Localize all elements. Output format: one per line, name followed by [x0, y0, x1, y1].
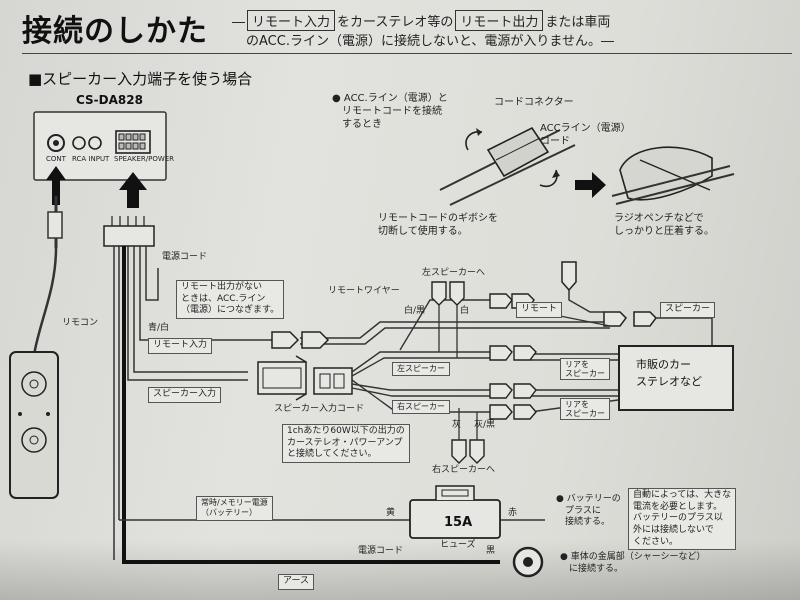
label-backup-power: 常時/メモリー電源 （バッテリー） — [196, 496, 273, 521]
stereo-remote-connector-1 — [603, 311, 627, 327]
rotate-arrow-left-icon — [465, 130, 483, 151]
label-blue-white: 青/白 — [148, 323, 170, 333]
label-power-cord-bottom: 電源コード — [358, 546, 404, 556]
label-fuse-rating: 15A — [444, 515, 473, 530]
remote-white-connector — [489, 293, 513, 309]
remote-bullet-connector-1 — [271, 331, 300, 349]
top-connector-icon — [561, 261, 577, 292]
label-remote: リモート — [516, 302, 563, 318]
label-speaker-input: スピーカー入力 — [148, 387, 222, 403]
label-acc-line-cord: ACCライン（電源） コード — [540, 123, 631, 147]
label-yellow: 黄 — [386, 508, 396, 518]
arrow-up-cont-icon — [46, 166, 66, 205]
label-white-black: 白/黒 — [404, 306, 426, 316]
label-gray: 灰 — [452, 420, 462, 430]
right-speaker-bottom-connector-1 — [451, 439, 467, 464]
cont-jack-icon — [47, 134, 65, 152]
label-remote-wire: リモートワイヤー — [328, 286, 400, 296]
cord-connector-body — [486, 126, 550, 178]
label-remote-gibosi: リモートコードのギボシを 切断して使用する。 — [378, 213, 498, 237]
label-acc-note: ● ACC.ライン（電源）と リモートコードを接続 するとき — [332, 93, 448, 130]
label-remote-con: リモコン — [62, 318, 99, 328]
right-speaker-connector-b — [513, 404, 537, 420]
rca-jack-left-icon — [72, 136, 86, 150]
label-body-metal-note: ● 車体の金属部（シャーシーなど） に接続する。 — [560, 552, 706, 574]
left-speaker-top-connector-2 — [449, 281, 465, 306]
rca-jack-right-icon — [88, 136, 102, 150]
arrow-up-power-icon — [119, 172, 147, 208]
port-label-rca: RCA INPUT — [72, 155, 110, 163]
label-black: 黒 — [486, 546, 496, 556]
step-arrow-icon — [575, 172, 606, 198]
left-speaker-connector-b — [513, 345, 537, 361]
left-speaker-connector-a — [489, 345, 513, 361]
model-name: CS-DA828 — [76, 93, 143, 107]
label-power-cord: 電源コード — [162, 252, 208, 262]
label-red: 赤 — [508, 508, 518, 518]
header-note-line1: ―リモート入力をカーステレオ等のリモート出力または車両 — [232, 10, 610, 31]
rotate-arrow-right-icon — [539, 169, 558, 188]
label-pliers-note: ラジオペンチなどで しっかりと圧着する。 — [614, 213, 714, 237]
note-suffix: または車両 — [545, 15, 611, 30]
rear-speaker-connector-a — [489, 383, 513, 399]
label-battery-note: ● バッテリーの プラスに 接続する。 — [556, 494, 621, 528]
right-speaker-connector-a — [489, 404, 513, 420]
label-current-note: 自動によっては、大きな 電流を必要とします。 バッテリーのプラス以 外には接続し… — [628, 488, 737, 551]
speaker-input-connector — [257, 361, 307, 395]
remote-plug-icon — [47, 211, 63, 239]
rear-speaker-connector-b — [513, 383, 537, 399]
label-right-speaker-to: 右スピーカーへ — [432, 465, 496, 475]
label-amp-note: 1chあたり60W以下の出力の カーステレオ・パワーアンプ と接続してください。 — [282, 424, 410, 464]
section-heading: ■スピーカー入力端子を使う場合 — [28, 70, 253, 88]
remote-input-tag: リモート入力 — [247, 10, 336, 31]
right-speaker-bottom-connector-2 — [469, 439, 485, 464]
note-dash: ― — [232, 15, 245, 30]
label-fuse-caption: ヒューズ — [440, 540, 476, 550]
speaker-power-socket-icon — [115, 130, 151, 154]
label-white: 白 — [460, 306, 470, 316]
label-left-speaker: 左スピーカー — [392, 362, 450, 377]
label-earth: アース — [278, 574, 315, 590]
car-stereo-box — [618, 345, 734, 411]
label-car-stereo: 市販のカー ステレオなど — [636, 358, 702, 388]
pliers-icon — [619, 146, 713, 201]
label-gray-black: 灰/黒 — [474, 420, 496, 430]
stereo-remote-connector-2 — [633, 311, 657, 327]
header-rule — [22, 53, 792, 54]
label-right-speaker: 右スピーカー — [392, 400, 450, 415]
port-label-cont: CONT — [46, 155, 66, 163]
remote-controller-icon — [9, 351, 59, 499]
remote-bullet-connector-2 — [301, 331, 330, 349]
page-title: 接続のしかた — [22, 14, 208, 49]
note-mid: をカーステレオ等の — [337, 15, 454, 30]
port-label-speaker-power: SPEAKER/POWER — [114, 155, 175, 163]
label-remote-input: リモート入力 — [148, 338, 213, 354]
label-speaker-plus-right: スピーカー — [660, 302, 716, 318]
remote-output-tag: リモート出力 — [455, 10, 544, 31]
power-harness-connector — [103, 225, 155, 247]
label-rear-speaker-1: リアを スピーカー — [560, 358, 610, 381]
label-remote-note: リモート出力がない ときは、ACC.ライン （電源）につなぎます。 — [176, 280, 285, 320]
label-cord-connector: コードコネクター — [494, 97, 574, 108]
left-speaker-top-connector-1 — [431, 281, 447, 306]
header-note-line2: のACC.ライン（電源）に接続しないと、電源が入りません。― — [246, 34, 615, 49]
label-rear-speaker-2: リアを スピーカー — [560, 398, 610, 421]
label-left-speaker-to: 左スピーカーへ — [422, 268, 486, 278]
label-speaker-input-cord: スピーカー入力コード — [274, 404, 365, 414]
